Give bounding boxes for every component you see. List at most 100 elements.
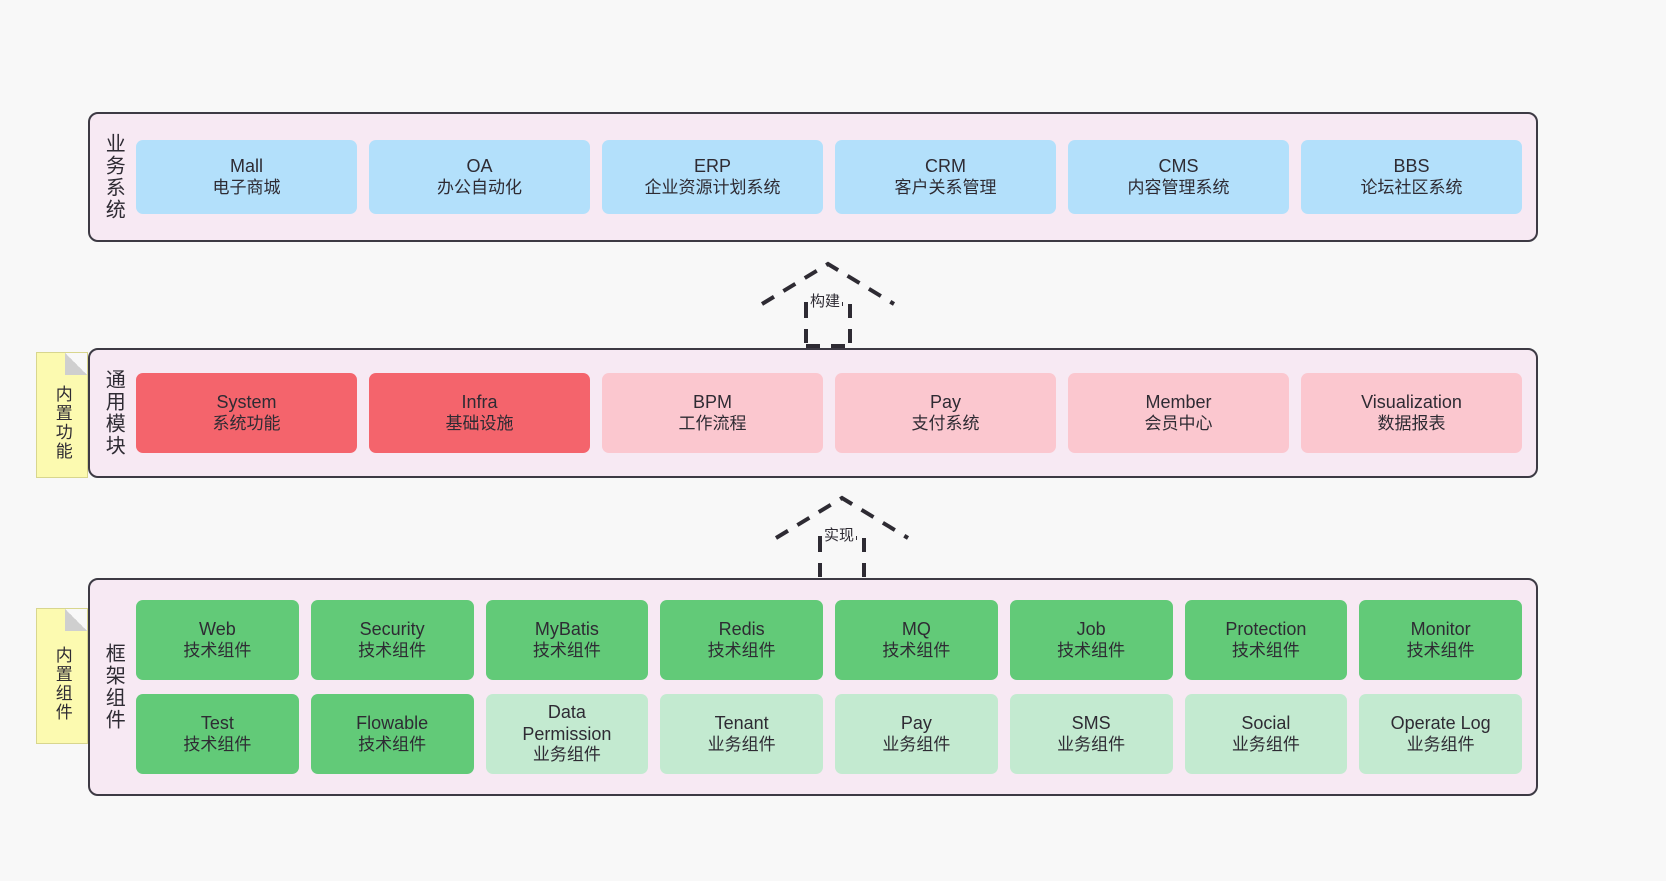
connector-label-build: 构建	[808, 290, 843, 311]
card-cn-label: 企业资源计划系统	[644, 177, 781, 197]
card-en-label: OA	[466, 156, 493, 176]
card-en-label: Visualization	[1361, 392, 1462, 412]
card-bpm[interactable]: BPM 工作流程	[602, 373, 823, 453]
card-en-label: SMS	[1071, 713, 1111, 733]
card-en-label: Social	[1241, 713, 1291, 733]
card-cn-label: 技术组件	[532, 640, 601, 660]
note-builtin-function: 内置功能	[36, 352, 88, 478]
note-fold-corner-icon	[65, 609, 87, 631]
card-system[interactable]: System 系统功能	[136, 373, 357, 453]
card-web[interactable]: Web 技术组件	[136, 600, 299, 680]
card-cn-label: 系统功能	[212, 413, 281, 433]
card-operate-log[interactable]: Operate Log 业务组件	[1359, 694, 1522, 774]
layer-title-business-system: 业务系统	[102, 133, 125, 221]
card-infra[interactable]: Infra 基础设施	[369, 373, 590, 453]
card-en-label: BPM	[692, 392, 732, 412]
card-row-business: Test 技术组件 Flowable 技术组件 Data Permission …	[136, 694, 1522, 774]
card-erp[interactable]: ERP 企业资源计划系统	[602, 140, 823, 214]
card-job[interactable]: Job 技术组件	[1009, 600, 1173, 680]
card-sms[interactable]: SMS 业务组件	[1009, 694, 1173, 774]
card-en-label: Pay	[900, 713, 932, 733]
card-en-label: MQ	[901, 619, 931, 639]
card-en-label: Tenant	[714, 713, 769, 733]
card-cn-label: 数据报表	[1377, 413, 1446, 433]
card-flowable[interactable]: Flowable 技术组件	[310, 694, 474, 774]
card-pay-component[interactable]: Pay 业务组件	[835, 694, 998, 774]
card-en-label: Monitor	[1410, 619, 1471, 639]
card-mybatis[interactable]: MyBatis 技术组件	[485, 600, 649, 680]
card-en-label: Infra	[461, 392, 498, 412]
card-oa[interactable]: OA 办公自动化	[369, 140, 590, 214]
card-cn-label: 技术组件	[1406, 640, 1475, 660]
layer-body-business-system: Mall 电子商城 OA 办公自动化 ERP 企业资源计划系统 CRM 客户关系…	[136, 114, 1536, 240]
card-cn-label: 技术组件	[183, 640, 252, 660]
card-row-technical: Web 技术组件 Security 技术组件 MyBatis 技术组件 Redi…	[136, 600, 1522, 680]
card-mall[interactable]: Mall 电子商城	[136, 140, 357, 214]
arrowhead-left-right	[760, 261, 896, 306]
layer-title-common-module: 通用模块	[102, 369, 125, 457]
card-pay-module[interactable]: Pay 支付系统	[835, 373, 1056, 453]
card-en-label: Mall	[229, 156, 263, 176]
card-mq[interactable]: MQ 技术组件	[835, 600, 998, 680]
card-en-label: Flowable	[356, 713, 429, 733]
card-cn-label: 业务组件	[1057, 734, 1126, 754]
card-protection[interactable]: Protection 技术组件	[1184, 600, 1348, 680]
card-cn-label: 会员中心	[1144, 413, 1213, 433]
card-bbs[interactable]: BBS 论坛社区系统	[1301, 140, 1522, 214]
card-cn-label: 业务组件	[532, 745, 601, 765]
arrowhead-left-right	[774, 495, 910, 540]
card-cn-label: 办公自动化	[437, 177, 522, 197]
card-monitor[interactable]: Monitor 技术组件	[1359, 600, 1522, 680]
card-en-label: Member	[1145, 392, 1212, 412]
connector-build: 构建	[752, 258, 912, 348]
card-en-label: MyBatis	[534, 619, 599, 639]
card-member[interactable]: Member 会员中心	[1068, 373, 1289, 453]
card-test[interactable]: Test 技术组件	[136, 694, 299, 774]
card-visualization[interactable]: Visualization 数据报表	[1301, 373, 1522, 453]
card-cn-label: 电子商城	[212, 177, 281, 197]
connector-implement: 实现	[766, 492, 926, 582]
layer-title-framework-component: 框架组件	[102, 643, 125, 731]
card-redis[interactable]: Redis 技术组件	[660, 600, 823, 680]
card-cn-label: 工作流程	[678, 413, 747, 433]
card-cn-label: 技术组件	[358, 640, 427, 660]
card-cn-label: 业务组件	[1231, 734, 1300, 754]
card-cn-label: 技术组件	[882, 640, 951, 660]
card-cms[interactable]: CMS 内容管理系统	[1068, 140, 1289, 214]
card-cn-label: 技术组件	[707, 640, 776, 660]
card-cn-label: 业务组件	[1406, 734, 1475, 754]
card-en-label: Redis	[718, 619, 765, 639]
note-label-builtin-function: 内置功能	[52, 385, 72, 461]
card-cn-label: 论坛社区系统	[1360, 177, 1463, 197]
note-builtin-component: 内置组件	[36, 608, 88, 744]
card-crm[interactable]: CRM 客户关系管理	[835, 140, 1056, 214]
layer-business-system: 业务系统 Mall 电子商城 OA 办公自动化 ERP 企业资源计划系统 CRM…	[88, 112, 1538, 242]
card-en-label: Job	[1076, 619, 1106, 639]
card-en-label: Protection	[1225, 619, 1307, 639]
connector-label-implement: 实现	[822, 524, 857, 545]
card-en-label: Operate Log	[1390, 713, 1491, 733]
note-fold-corner-icon	[65, 353, 87, 375]
card-cn-label: 技术组件	[358, 734, 427, 754]
card-cn-label: 客户关系管理	[894, 177, 997, 197]
card-cn-label: 基础设施	[445, 413, 514, 433]
card-en-label: System	[216, 392, 277, 412]
card-en-label: ERP	[693, 156, 731, 176]
card-row: Mall 电子商城 OA 办公自动化 ERP 企业资源计划系统 CRM 客户关系…	[136, 140, 1522, 214]
card-row: System 系统功能 Infra 基础设施 BPM 工作流程 Pay 支付系统…	[136, 373, 1522, 453]
note-label-builtin-component: 内置组件	[52, 646, 72, 722]
card-en-label: CRM	[925, 156, 966, 176]
card-en-label: CMS	[1158, 156, 1199, 176]
layer-body-common-module: System 系统功能 Infra 基础设施 BPM 工作流程 Pay 支付系统…	[136, 350, 1536, 476]
card-social[interactable]: Social 业务组件	[1184, 694, 1348, 774]
card-cn-label: 技术组件	[183, 734, 252, 754]
layer-common-module: 通用模块 System 系统功能 Infra 基础设施 BPM 工作流程 Pay…	[88, 348, 1538, 478]
card-en-label: Data Permission	[522, 702, 612, 744]
card-tenant[interactable]: Tenant 业务组件	[660, 694, 823, 774]
card-cn-label: 技术组件	[1231, 640, 1300, 660]
card-security[interactable]: Security 技术组件	[310, 600, 474, 680]
card-cn-label: 业务组件	[707, 734, 776, 754]
card-data-permission[interactable]: Data Permission 业务组件	[485, 694, 649, 774]
card-en-label: BBS	[1393, 156, 1430, 176]
